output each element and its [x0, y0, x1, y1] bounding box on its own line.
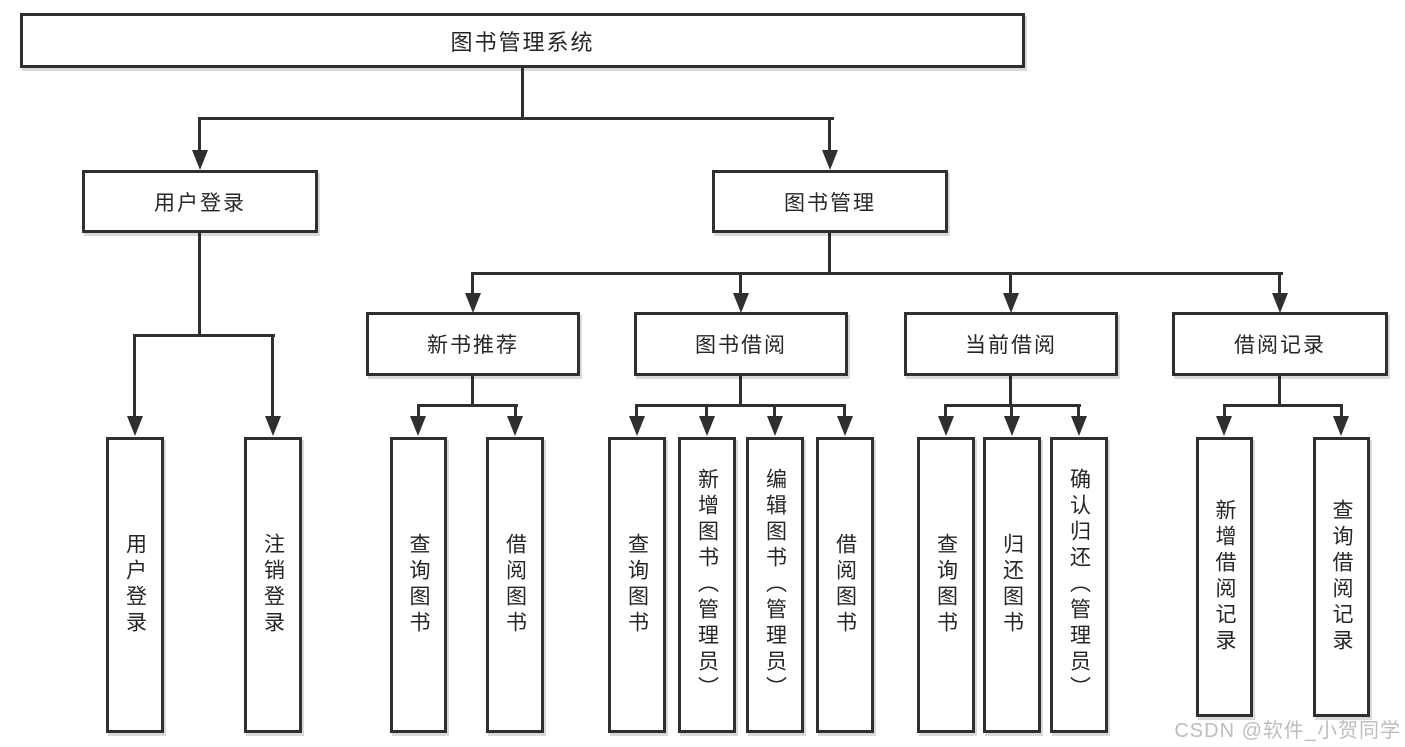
connector-userlogin-split	[133, 334, 275, 337]
arrowhead-query3	[938, 416, 954, 436]
node-book-borrow: 图书借阅	[634, 312, 848, 376]
node-label: 借阅记录	[1234, 334, 1326, 357]
arrowhead-return	[1004, 416, 1020, 436]
connector-drop-currentborrow	[1009, 272, 1012, 296]
node-query-books-borrow: 查询图书	[608, 437, 666, 733]
arrowhead-addrecord	[1216, 416, 1232, 436]
connector-bookborrow-stem	[739, 376, 742, 407]
node-add-borrow-record: 新增借阅记录	[1196, 437, 1253, 717]
connector-bookborrow-split	[635, 404, 846, 407]
arrowhead-borrowrecord	[1272, 293, 1288, 313]
connector-drop-bookborrow	[739, 272, 742, 296]
node-label: 借阅图书	[833, 533, 857, 637]
node-label: 用户登录	[154, 191, 246, 215]
connector-newbook-split	[417, 404, 518, 407]
node-label: 新增图书（管理员）	[695, 468, 719, 702]
arrowhead-logout-leaf	[265, 416, 281, 436]
node-borrow-books: 借阅图书	[816, 437, 874, 733]
node-library-system: 图书管理系统	[20, 13, 1025, 68]
connector-drop-logout-leaf	[271, 334, 274, 418]
node-logout: 注销登录	[244, 437, 302, 733]
node-label: 归还图书	[1000, 533, 1024, 637]
connector-userlogin-stem	[198, 233, 201, 337]
connector-drop-borrow1	[514, 404, 517, 418]
node-add-books-admin: 新增图书（管理员）	[678, 437, 736, 733]
arrowhead-addbook	[699, 416, 715, 436]
node-label: 图书借阅	[695, 334, 787, 357]
node-user-login-action: 用户登录	[106, 437, 164, 733]
node-label: 新书推荐	[427, 334, 519, 357]
connector-drop-borrow2	[843, 404, 846, 418]
arrowhead-user-login	[192, 150, 208, 170]
arrowhead-confirmreturn	[1071, 416, 1087, 436]
node-label: 查询图书	[407, 533, 430, 637]
node-current-borrow: 当前借阅	[904, 312, 1118, 376]
node-return-books: 归还图书	[983, 437, 1041, 733]
connector-drop-query2	[635, 404, 638, 418]
node-label: 借阅图书	[503, 533, 527, 637]
node-borrow-books-recommend: 借阅图书	[486, 437, 544, 733]
connector-drop-query1	[417, 404, 420, 418]
connector-root-stem	[521, 66, 524, 119]
node-label: 图书管理	[784, 191, 876, 215]
node-label: 图书管理系统	[450, 29, 595, 55]
node-label: 注销登录	[261, 533, 285, 637]
connector-drop-addrecord	[1223, 404, 1226, 418]
arrowhead-bookborrow	[733, 293, 749, 313]
node-query-books-recommend: 查询图书	[390, 437, 447, 733]
node-confirm-return-admin: 确认归还（管理员）	[1050, 437, 1108, 733]
connector-drop-login-leaf	[133, 334, 136, 418]
node-query-borrow-record: 查询借阅记录	[1313, 437, 1370, 717]
connector-root-split	[198, 117, 834, 120]
csdn-watermark: CSDN @软件_小贺同学	[1174, 720, 1401, 742]
connector-drop-query3	[944, 404, 947, 418]
node-label: 确认归还（管理员）	[1067, 468, 1091, 702]
node-borrow-records: 借阅记录	[1172, 312, 1388, 376]
connector-borrowrecord-stem	[1278, 376, 1281, 407]
connector-drop-confirmreturn	[1077, 404, 1080, 418]
connector-borrowrecord-split	[1223, 404, 1343, 407]
arrowhead-borrow1	[507, 416, 523, 436]
node-edit-books-admin: 编辑图书（管理员）	[746, 437, 804, 733]
node-label: 编辑图书（管理员）	[763, 468, 787, 702]
node-label: 查询借阅记录	[1330, 499, 1353, 655]
node-new-book-recommend: 新书推荐	[366, 312, 580, 376]
connector-drop-addbook	[705, 404, 708, 418]
node-book-management: 图书管理	[712, 170, 948, 233]
arrowhead-book-mgmt	[822, 150, 838, 170]
connector-newbook-stem	[471, 376, 474, 407]
node-query-books-current: 查询图书	[917, 437, 975, 733]
node-label: 当前借阅	[965, 334, 1057, 357]
connector-drop-book-mgmt	[828, 117, 831, 153]
connector-drop-editbook	[773, 404, 776, 418]
connector-bookmgmt-stem	[828, 233, 831, 275]
arrowhead-queryrecord	[1333, 416, 1349, 436]
connector-drop-queryrecord	[1340, 404, 1343, 418]
node-label: 用户登录	[123, 533, 147, 637]
arrowhead-login-leaf	[127, 416, 143, 436]
connector-drop-borrowrecord	[1278, 272, 1281, 296]
connector-drop-return	[1010, 404, 1013, 418]
node-label: 新增借阅记录	[1213, 499, 1236, 655]
node-user-login: 用户登录	[82, 170, 318, 233]
connector-currentborrow-stem	[1009, 376, 1012, 407]
arrowhead-query1	[410, 416, 426, 436]
node-label: 查询图书	[934, 533, 958, 637]
connector-bookmgmt-split	[471, 272, 1283, 275]
arrowhead-query2	[629, 416, 645, 436]
arrowhead-borrow2	[837, 416, 853, 436]
arrowhead-newbook	[465, 293, 481, 313]
connector-drop-newbook	[471, 272, 474, 296]
node-label: 查询图书	[625, 533, 649, 637]
arrowhead-currentborrow	[1003, 293, 1019, 313]
arrowhead-editbook	[767, 416, 783, 436]
connector-drop-user-login	[198, 117, 201, 153]
